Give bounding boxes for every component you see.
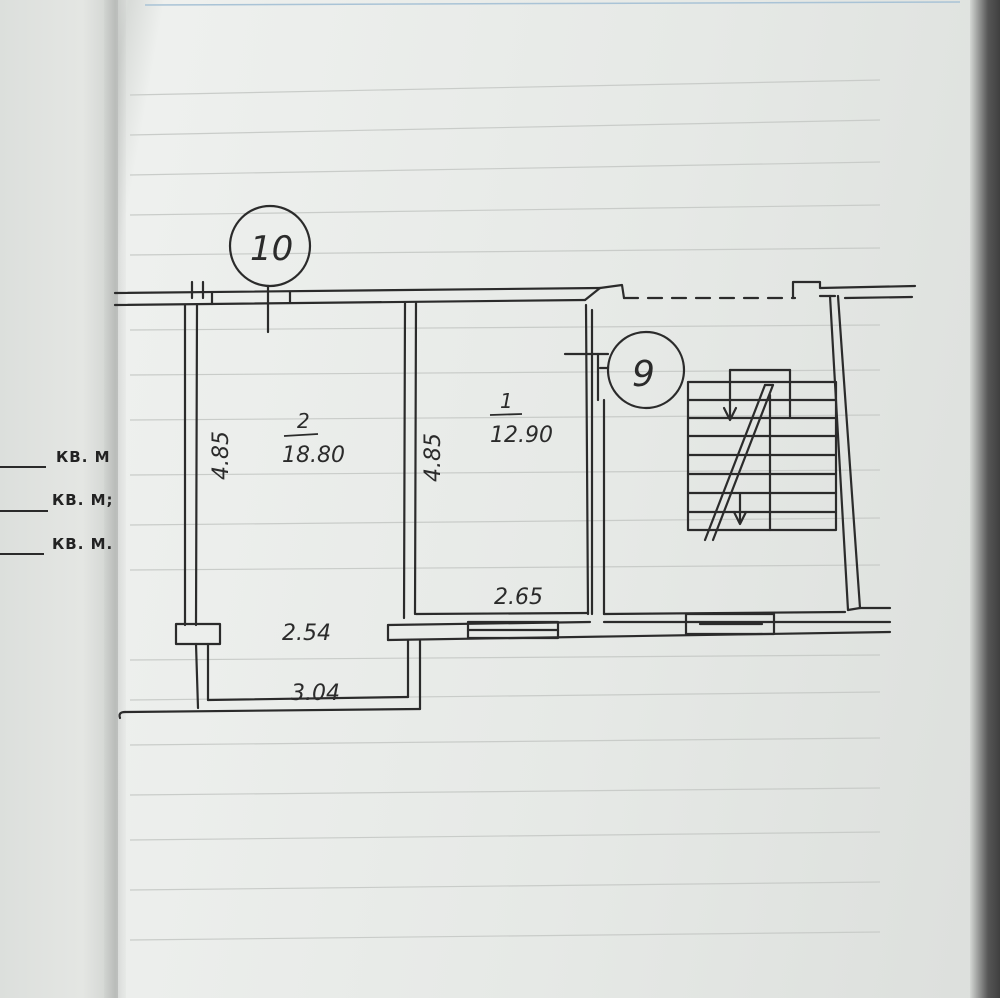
room2-number: 2 (297, 409, 310, 433)
unit-label: КВ. М; (52, 491, 114, 509)
room1-height: 4.85 (421, 433, 446, 482)
unit-label: КВ. М (56, 448, 111, 466)
room2-width: 2.54 (282, 621, 331, 646)
balcony-bottom (123, 707, 422, 714)
door (684, 612, 776, 636)
wall-room2-left-inner (194, 303, 199, 627)
room2-height: 4.85 (209, 431, 234, 480)
marker-label-left: 10 (250, 229, 293, 269)
marker-circle-left (228, 204, 312, 288)
room2-area: 18.80 (282, 443, 345, 468)
staircase (686, 368, 838, 542)
door-jamb (174, 622, 222, 646)
room1-number: 1 (500, 389, 513, 413)
underline (0, 466, 46, 468)
stair-wall (828, 294, 850, 612)
wall-top-inner (113, 298, 587, 307)
underline (0, 510, 48, 512)
room1-area: 12.90 (490, 423, 553, 448)
wall-bottom-outer (386, 630, 892, 642)
marker-circle-right (606, 330, 686, 410)
partition-outer (402, 301, 407, 620)
partition-inner (413, 301, 418, 616)
page-fold (104, 0, 126, 998)
unit-label: КВ. М. (52, 535, 114, 553)
left-page (0, 0, 118, 998)
underline (0, 553, 44, 555)
page-edge (970, 0, 1000, 998)
balcony-width: 3.04 (291, 681, 340, 706)
marker-label-right: 9 (632, 354, 655, 395)
wall-top (113, 286, 602, 295)
balcony-edge (206, 695, 410, 702)
form-lines (129, 79, 881, 941)
room1-width: 2.65 (494, 585, 543, 610)
